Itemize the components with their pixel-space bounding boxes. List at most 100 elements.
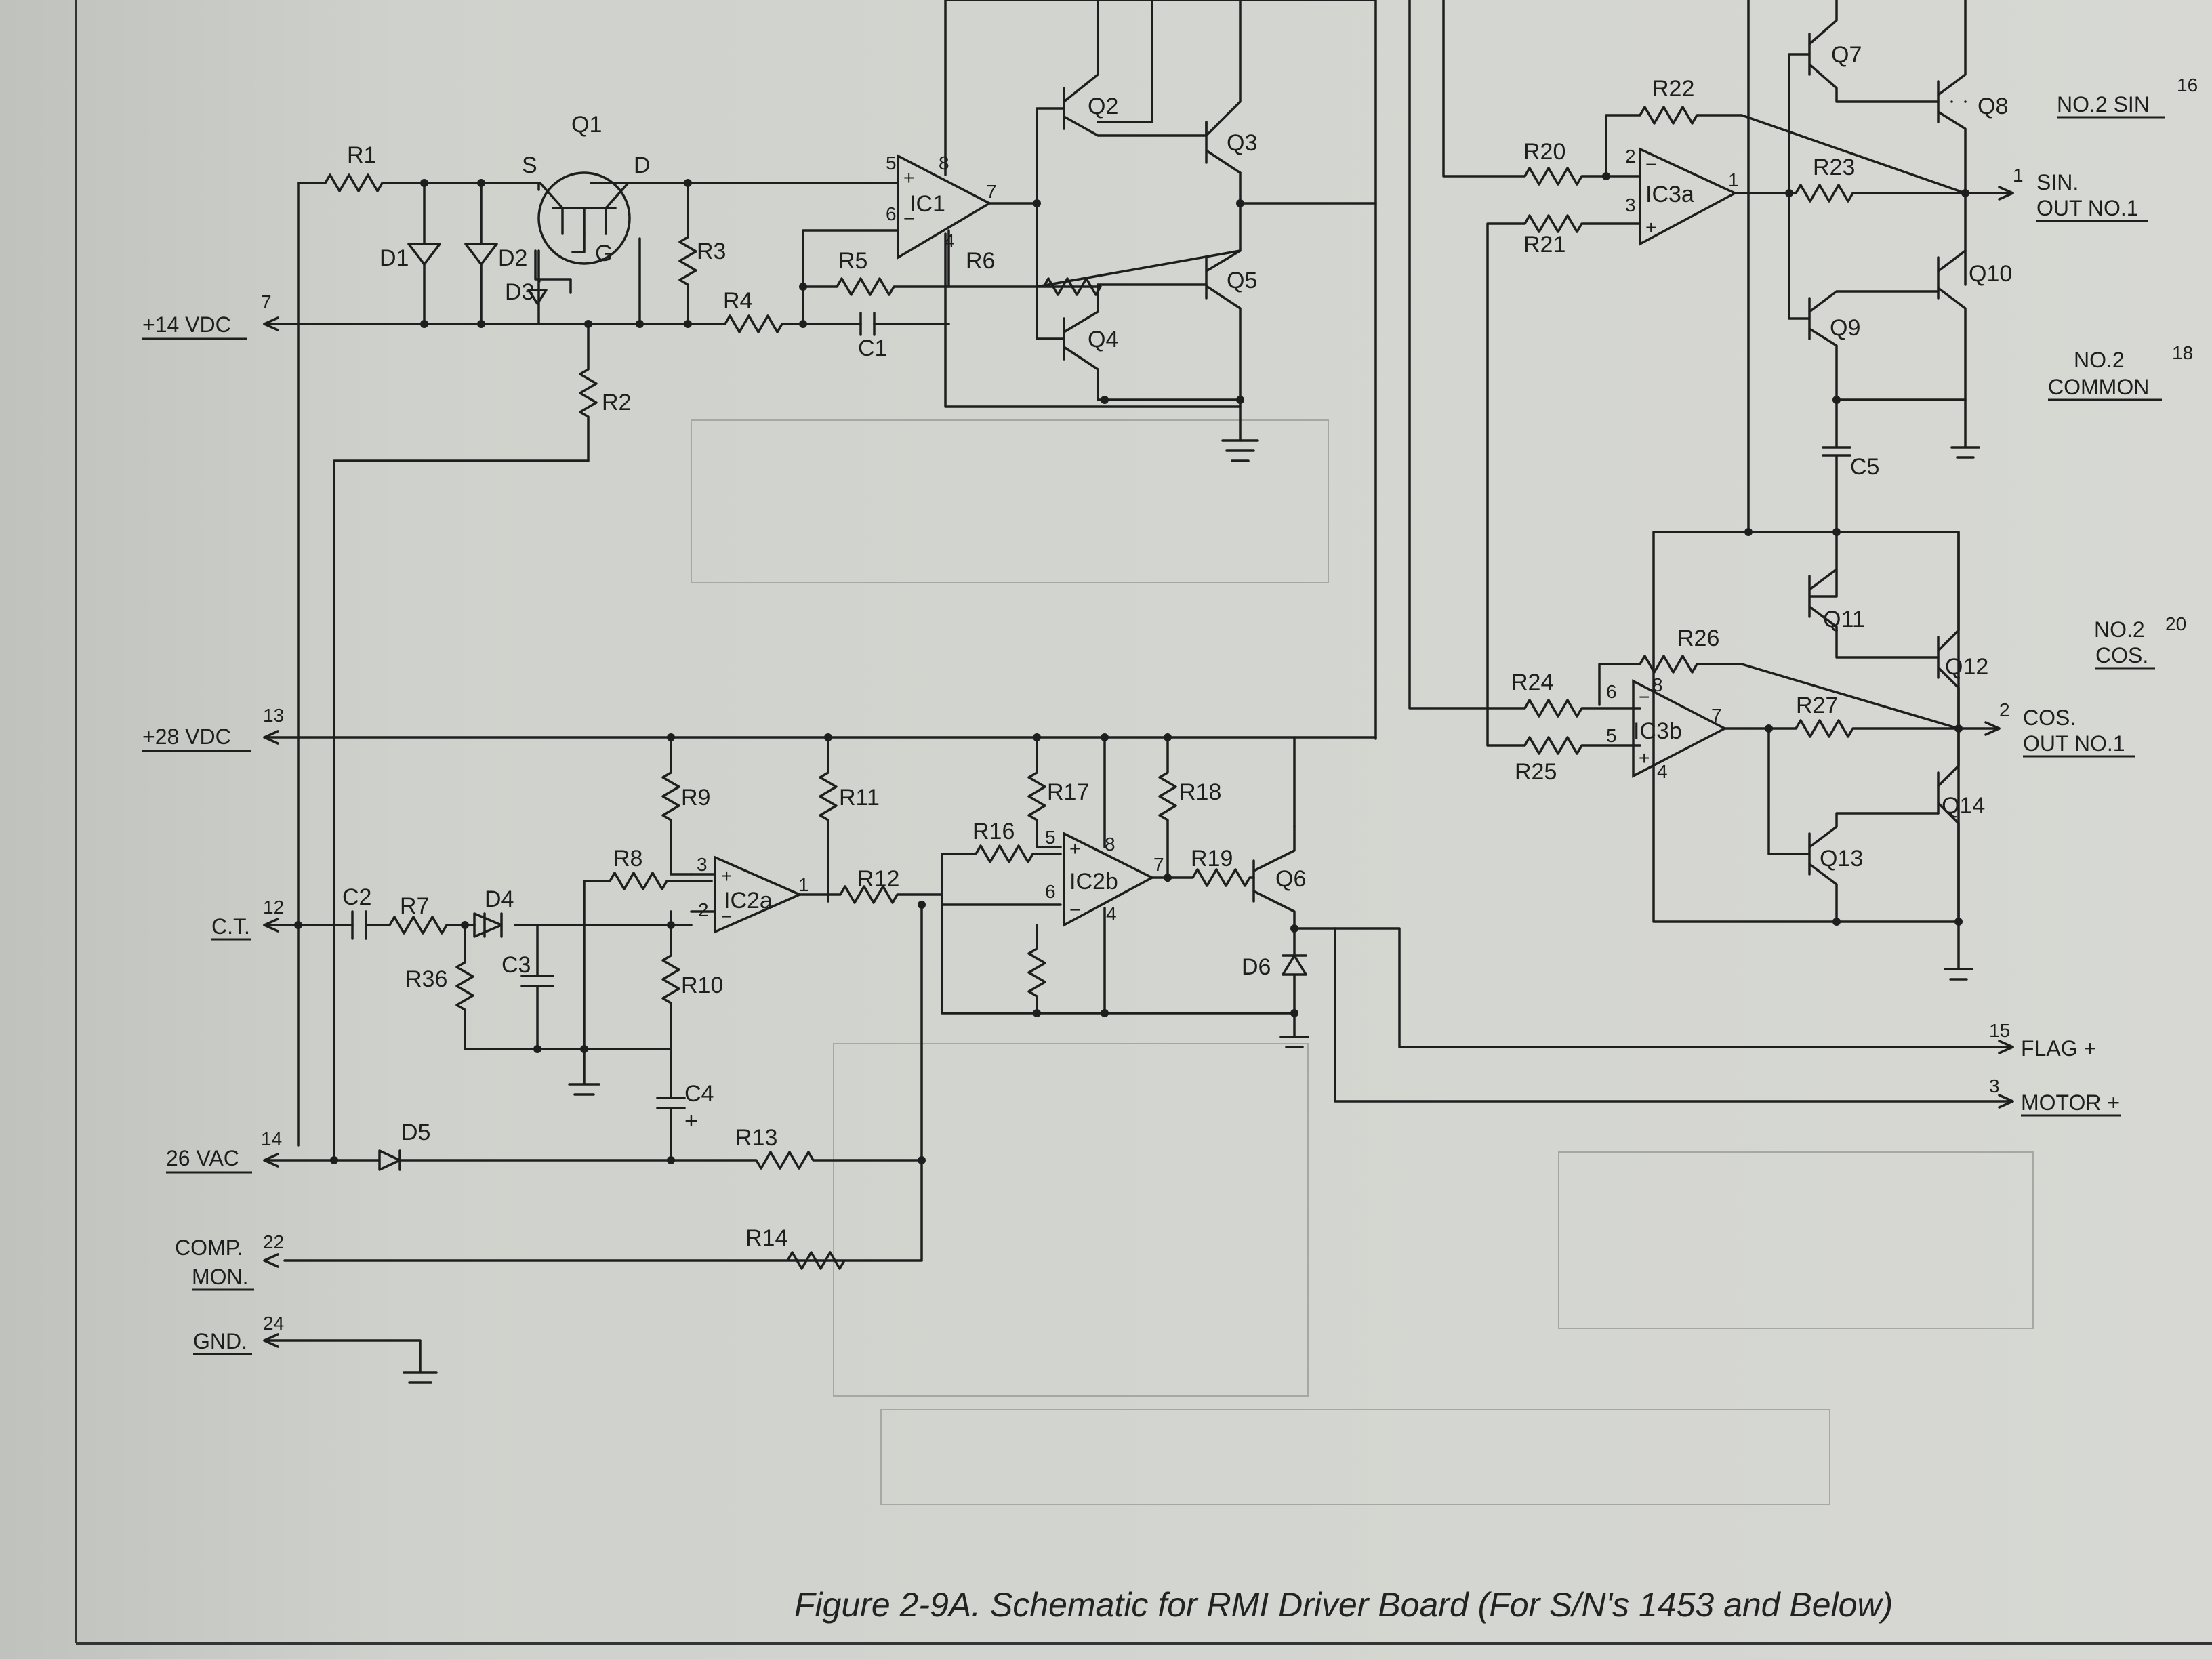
svg-text:6: 6 [886,203,897,224]
label-r13: R13 [735,1125,777,1151]
svg-text:8: 8 [939,152,949,173]
label-c4: C4 [684,1081,714,1107]
label-r27: R27 [1796,693,1838,718]
conn-pin-13: 13 [263,705,284,726]
label-q10: Q10 [1969,261,2012,287]
ic1 [897,0,1377,740]
label-q1-g: G [595,241,613,266]
label-r21: R21 [1523,232,1565,258]
gnd-symbol [263,1333,438,1384]
push-pull-q2-q5 [1036,0,1377,462]
svg-text:+: + [1069,838,1080,859]
label-q3: Q3 [1227,130,1257,156]
ic-pin-numbers: 5 6 8 7 4 3 2 1 5 6 8 7 4 2 3 1 6 5 8 7 … [697,146,1739,924]
label-r36: R36 [405,966,447,992]
label-q2: Q2 [1088,94,1118,119]
label-q7: Q7 [1831,42,1862,68]
conn-pin-20: 20 [2165,613,2186,634]
conn-pin-3: 3 [1989,1076,2000,1097]
label-r26: R26 [1677,626,1719,651]
svg-text:7: 7 [1711,705,1722,726]
ic2a [263,855,943,1270]
conn-pin-16: 16 [2177,75,2198,96]
label-q8: Q8 [1978,94,2008,119]
label-q9: Q9 [1830,315,1860,341]
conn-label-no2-common-a: NO.2 [2074,348,2125,372]
label-r12: R12 [857,866,899,892]
svg-text:+: + [1639,747,1650,769]
conn-pin-1: 1 [2013,165,2024,186]
conn-label-sin-out: OUT NO.1 [2036,196,2139,220]
svg-text:8: 8 [1105,834,1115,855]
label-q5: Q5 [1227,268,1257,293]
component-labels: R1 R2 R3 R4 R5 R6 R7 R8 R9 R10 R11 R12 R… [342,42,2012,1251]
label-r20: R20 [1523,139,1565,165]
plus28-rail [263,730,1377,903]
label-d1: D1 [380,245,409,271]
label-ic2a: IC2a [724,888,773,914]
label-r25: R25 [1515,759,1557,785]
conn-label-motor: MOTOR + [2021,1090,2120,1115]
svg-text:−: − [721,906,732,927]
q6-d6 [1252,825,2014,1109]
svg-text:2: 2 [1625,146,1636,167]
svg-text:4: 4 [1106,903,1117,924]
svg-text:3: 3 [1625,194,1636,216]
conn-label-cos: COS. [2023,705,2076,730]
conn-label-sin: SIN. [2036,170,2078,194]
label-ic2b: IC2b [1069,869,1118,895]
conn-pin-7: 7 [261,291,272,312]
svg-text:2: 2 [698,899,709,920]
conn-label-plus14: +14 VDC [142,312,231,337]
ct-input-chain [263,872,713,1162]
conn-label-comp: COMP. [175,1235,243,1260]
bleed-through [691,419,2034,1505]
label-d3: D3 [505,279,534,305]
ic2b [941,832,1296,1015]
label-r22: R22 [1652,76,1694,102]
svg-text:8: 8 [1652,674,1663,695]
conn-pin-24: 24 [263,1313,284,1334]
label-c1: C1 [858,335,887,361]
svg-text:−: − [1639,687,1650,708]
label-c2: C2 [342,884,371,910]
svg-text:3: 3 [697,854,708,875]
label-r1: R1 [347,142,376,168]
svg-text:7: 7 [1153,854,1164,875]
conn-label-plus28: +28 VDC [142,724,231,749]
label-r8: R8 [613,846,642,872]
label-q11: Q11 [1823,607,1865,632]
label-r14: R14 [745,1225,787,1251]
label-r17: R17 [1047,779,1089,805]
svg-text:1: 1 [1728,169,1739,190]
label-d5: D5 [401,1120,430,1145]
label-ic3a: IC3a [1645,182,1694,207]
conn-label-no2-cos-a: NO.2 [2094,617,2145,642]
junction-dots [294,172,1969,1164]
cos-channel [1598,531,2001,981]
figure-caption: Figure 2-9A. Schematic for RMI Driver Bo… [794,1586,1893,1624]
label-q14: Q14 [1942,793,1985,819]
svg-text:7: 7 [986,181,997,202]
svg-text:+: + [1645,217,1656,238]
conn-pin-15: 15 [1989,1020,2010,1041]
label-ic3b: IC3b [1633,718,1682,744]
label-r5: R5 [838,248,867,274]
conn-label-flag: FLAG + [2021,1036,2096,1061]
label-r10: R10 [681,972,723,998]
svg-text:−: − [903,208,914,229]
label-r16: R16 [972,819,1015,844]
svg-text:4: 4 [944,230,955,251]
label-c5: C5 [1850,454,1879,480]
conn-pin-22: 22 [263,1231,284,1252]
label-r23: R23 [1813,155,1855,180]
conn-pin-2: 2 [1999,699,2010,720]
conn-label-cos-out: OUT NO.1 [2023,731,2125,756]
label-q1-s: S [522,152,537,178]
label-d6: D6 [1242,954,1271,980]
svg-text:5: 5 [886,152,897,173]
label-r7: R7 [400,893,429,919]
svg-text:+: + [903,167,914,188]
label-r2: R2 [602,390,631,415]
